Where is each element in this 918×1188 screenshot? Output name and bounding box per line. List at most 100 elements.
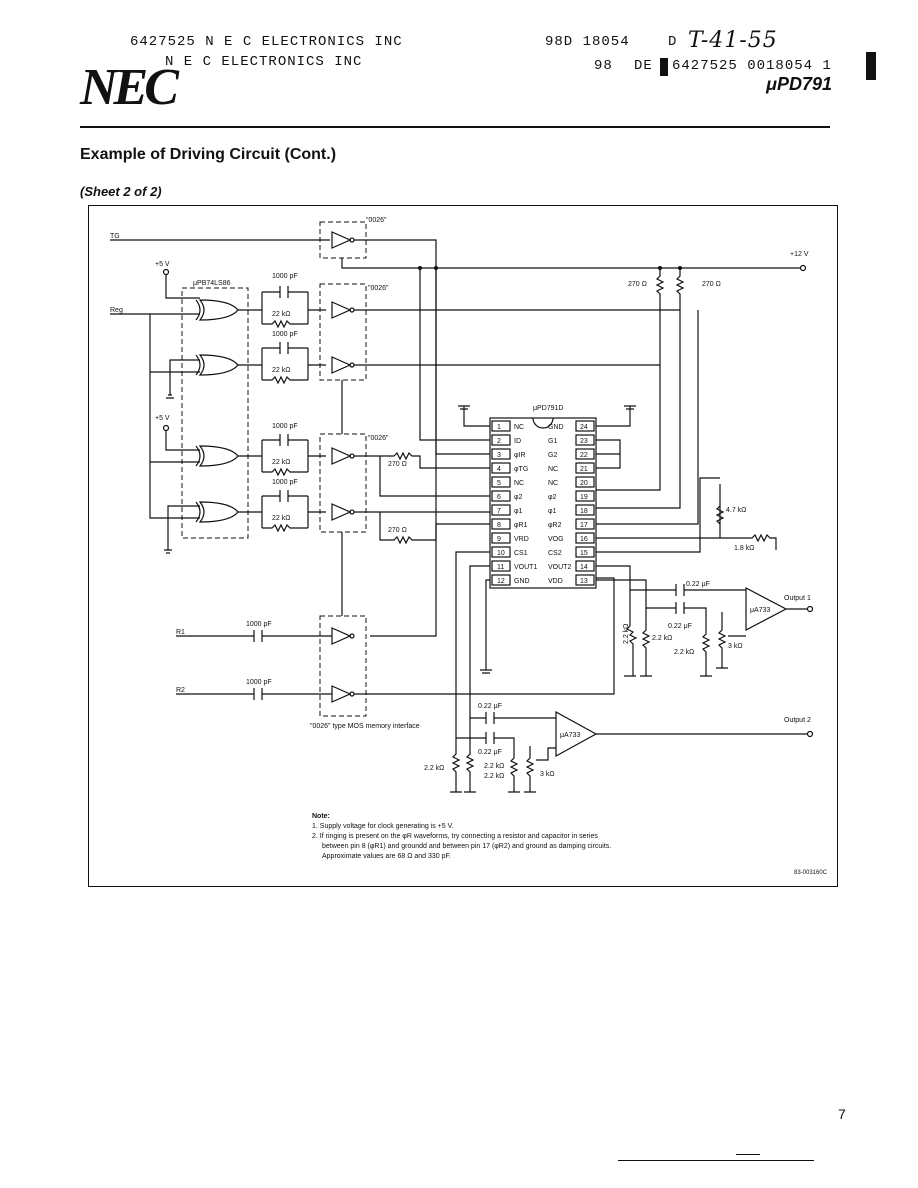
c022d-label: 0.22 μF — [478, 749, 502, 756]
ic-pin-number: 23 — [580, 438, 588, 445]
buffer-0026-b — [319, 283, 367, 381]
r1-wire — [176, 630, 332, 642]
r270b-label: 270 Ω — [702, 281, 721, 288]
header-line2-mid: 98 — [594, 58, 613, 74]
ic-pin-number: 10 — [497, 550, 505, 557]
ic-pin-number: 12 — [497, 578, 505, 585]
r47k-label: 4.7 kΩ — [726, 507, 746, 514]
ls86-label: μPB74LS86 — [193, 280, 231, 287]
ic-pin-name: φ1 — [514, 508, 523, 515]
out2-label: Output 2 — [784, 717, 811, 724]
ic-pin-name: VOG — [548, 536, 564, 543]
ic-pin-box — [491, 504, 511, 516]
buffer-tg — [331, 231, 352, 249]
r1-label: R1 — [176, 629, 185, 636]
sheet-label: (Sheet 2 of 2) — [80, 184, 162, 199]
buffers-c — [331, 447, 352, 521]
r22ka-label: 2.2 kΩ — [623, 624, 630, 644]
buffers-b — [331, 301, 352, 374]
amp1-in-a — [596, 565, 746, 596]
ic-pin-number: 15 — [580, 550, 588, 557]
ic-pin-number: 20 — [580, 480, 588, 487]
pullup-a — [596, 268, 665, 491]
c6-label: 1000 pF — [246, 679, 272, 686]
phi1-wires — [354, 511, 490, 545]
amp1 — [745, 587, 788, 631]
ic-pin-box — [575, 490, 595, 502]
r22k-d — [450, 738, 462, 793]
c022c-label: 0.22 μF — [478, 703, 502, 710]
ic-pin-number: 24 — [580, 424, 588, 431]
r270a-label: 270 Ω — [628, 281, 647, 288]
plus5-wire-a — [165, 274, 200, 299]
ic-pin-name: G2 — [548, 452, 557, 459]
buffer-0026-c — [319, 433, 367, 533]
c5-label: 1000 pF — [246, 621, 272, 628]
phi2-wires — [354, 451, 490, 497]
figure-code: 83-003160C — [794, 870, 828, 876]
g-pins-wire — [596, 439, 621, 469]
page-title: Example of Driving Circuit (Cont.) — [80, 146, 337, 163]
cs2-wire — [596, 477, 720, 553]
pin16-wire — [596, 310, 699, 525]
out1-label: Output 1 — [784, 595, 811, 602]
ic-pin-box — [491, 462, 511, 474]
header-line1-right: D — [668, 34, 678, 50]
ic-pin-name: VOUT2 — [548, 564, 571, 571]
c3-label: 1000 pF — [272, 423, 298, 430]
ic-pin-box — [491, 434, 511, 446]
header-line2-de: DE — [634, 58, 653, 74]
ic-pin-number: 4 — [497, 466, 501, 473]
note-2a: 2. If ringing is present on the φR wavef… — [312, 833, 598, 840]
ic-pin-name: NC — [514, 480, 524, 487]
ic-pin-number: 9 — [497, 536, 501, 543]
r22kd-label: 2.2 kΩ — [424, 765, 444, 772]
ic-pin-box — [491, 518, 511, 530]
ic-upd791d — [489, 417, 597, 589]
r22k-e — [464, 718, 476, 793]
ic-pin-number: 1 — [497, 424, 501, 431]
ic-pin-number: 5 — [497, 480, 501, 487]
c022a-label: 0.22 μF — [686, 581, 710, 588]
ic-pin-name: VOUT1 — [514, 564, 537, 571]
r22k-b — [640, 608, 652, 677]
r22kc-label: 2.2 kΩ — [674, 649, 694, 656]
ic-pin-box — [491, 490, 511, 502]
r22a-label: 22 kΩ — [272, 311, 290, 318]
ic-pin-box — [575, 518, 595, 530]
ic-pin-number: 2 — [497, 438, 501, 445]
ic-pin-name: VDD — [548, 578, 563, 585]
c022b-label: 0.22 μF — [668, 623, 692, 630]
r22b-label: 22 kΩ — [272, 367, 290, 374]
ic-pin-box — [491, 476, 511, 488]
r2-label: R2 — [176, 687, 185, 694]
part-number: μPD791 — [766, 74, 832, 94]
r22c-label: 22 kΩ — [272, 459, 290, 466]
rail-12v — [341, 258, 800, 269]
ic-pin-number: 18 — [580, 508, 588, 515]
amp2-in-a — [469, 565, 556, 724]
ic-pin-number: 8 — [497, 522, 501, 529]
plus5a-label: +5 V — [155, 261, 170, 268]
r3ka-label: 3 kΩ — [728, 643, 743, 650]
ic-pin-number: 11 — [497, 564, 504, 571]
r22k-c — [700, 626, 712, 677]
ic-pin-name: NC — [514, 424, 524, 431]
header-line1-mid: 98D 18054 — [545, 34, 630, 50]
phiir-wire — [435, 268, 490, 455]
ic-pin-box — [575, 532, 595, 544]
ic-gnd-right — [596, 405, 636, 427]
r22ke-label: 2.2 kΩ — [484, 763, 504, 770]
xor-gates — [195, 299, 239, 523]
ic-pin-name: G1 — [548, 438, 557, 445]
bottom-mark — [736, 1154, 760, 1155]
ic-pin-name: φ2 — [548, 494, 557, 501]
ic-pin-number: 17 — [580, 522, 588, 529]
header-line1-left: 6427525 N E C ELECTRONICS INC — [130, 34, 403, 50]
ic-pin-box — [491, 532, 511, 544]
nec-logo: NEC — [80, 59, 179, 116]
note-1: 1. Supply voltage for clock generating i… — [312, 823, 454, 830]
r2-wire — [176, 688, 332, 700]
amp2 — [555, 710, 598, 758]
